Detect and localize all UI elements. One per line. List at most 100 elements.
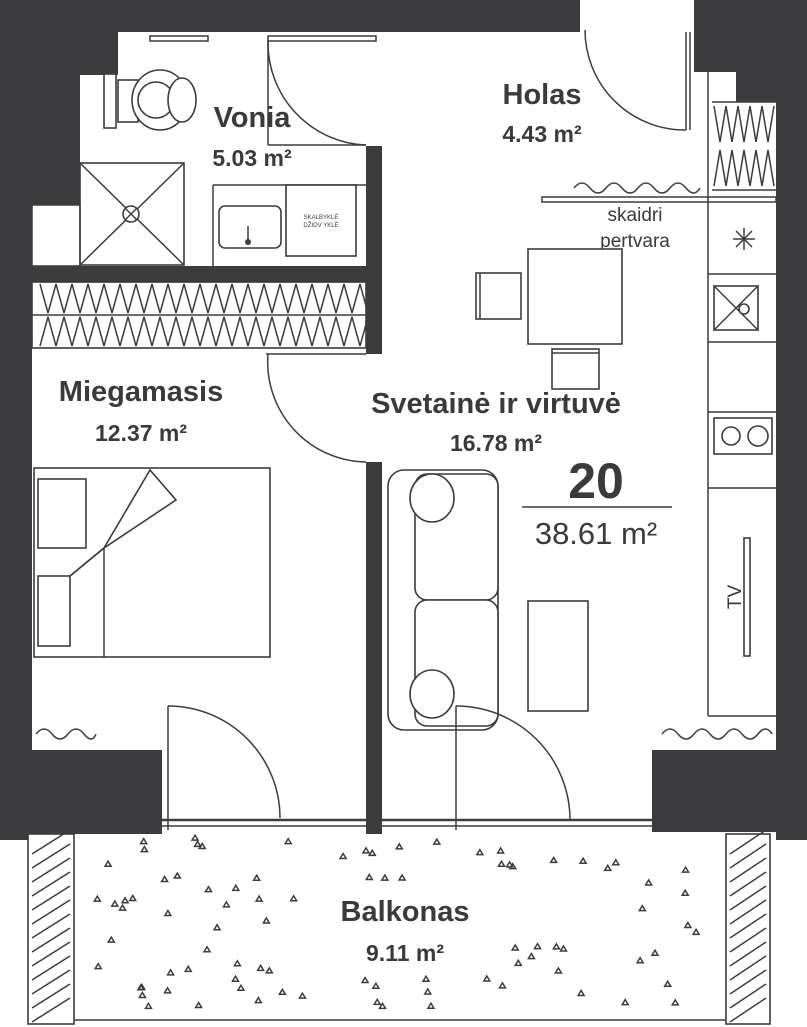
floor-speckle [173,871,182,879]
wardrobe-hatch [151,283,161,314]
floor-speckle [681,865,690,873]
room-area-holas: 4.43 m² [502,121,582,147]
floor-speckle [212,923,222,931]
bedroom: Miegamasis 12.37 m² [33,376,281,830]
floor-speckle [360,976,370,984]
wardrobe-hatch [263,316,273,347]
floor-speckle [194,1001,203,1009]
tv-unit: TV [725,537,751,657]
unit-number: 20 [568,453,624,509]
cabinet-hatch [719,149,727,187]
floor-speckle [139,837,149,845]
balcony-hatch [31,871,71,897]
cabinet-hatch [725,149,733,187]
floor-speckle [233,959,242,967]
wardrobe-hatch [167,283,177,314]
unit-total-area: 38.61 m² [535,516,657,551]
floor-speckle [475,848,485,856]
floor-speckle [578,856,588,864]
balcony-hatch [31,913,71,939]
cabinet-hatch [749,105,757,143]
curtains [35,182,773,740]
bathroom: SKALBYKLĖ DŽIOV YKLĖ Vonia 5.03 m² [31,40,367,267]
tv-label: TV [725,585,746,610]
balcony-hatch [729,885,767,911]
wardrobe-hatch [351,283,361,314]
floor-speckle [136,983,146,991]
floor-speckle [231,974,240,982]
wardrobe-hatch [87,316,97,347]
cabinet-hatch [761,105,769,143]
wardrobe-hatch [63,316,73,347]
floor-speckle [183,964,193,973]
floor-speckle [635,956,645,964]
wardrobe-hatch [119,283,129,314]
wardrobe-hatch [79,316,89,347]
floor-speckle [160,875,169,883]
wardrobe-hatch [55,316,65,347]
cabinet-hatch [743,149,751,187]
wardrobe-hatch [143,283,153,314]
cabinet-hatch [767,105,775,143]
balcony: Balkonas 9.11 m² [27,818,771,1025]
floor-speckle [603,863,613,872]
living-room: Svetainė ir virtuvė 16.78 m² [371,388,621,830]
wardrobe-hatch [167,316,177,347]
balcony-hatch [729,857,767,883]
balcony-hatch [31,983,71,1009]
floor-speckle [683,920,693,929]
wardrobe-hatch [255,316,265,347]
wardrobe-hatch [175,316,185,347]
wardrobe-hatch [311,283,321,314]
cabinet-hatch [731,105,739,143]
floor-speckle [236,983,246,992]
walls [0,0,807,840]
balcony-hatch [729,927,767,953]
floor-speckle [222,900,231,908]
balcony-hatch [729,871,767,897]
laundry-label-2: DŽIOV YKLĖ [303,221,338,229]
floor-speckle [298,991,307,999]
room-area-balkonas: 9.11 m² [366,940,444,966]
fan-icon [733,228,755,250]
wardrobe-hatch [295,316,305,347]
floor-speckle [505,860,514,868]
balcony-hatch [729,913,767,939]
room-name-svetaine: Svetainė ir virtuvė [371,388,621,420]
floor-speckle [289,894,298,902]
hall: Holas 4.43 m² [502,79,582,147]
wardrobe-hatch [159,283,169,314]
kitchen-column: TV [707,72,776,717]
room-area-miegamasis: 12.37 m² [95,420,187,446]
floor-speckle [361,846,371,854]
balcony-hatch [729,997,767,1023]
wardrobe-hatch [327,316,337,347]
balcony-hatch [31,997,71,1023]
wardrobe-hatch [319,283,329,314]
bed-icon [33,467,271,658]
wardrobe-hatch [215,316,225,347]
floor-speckle [372,997,382,1006]
room-area-svetaine: 16.78 m² [450,430,542,456]
floor-speckle [106,935,116,943]
wardrobe-hatch [287,283,297,314]
floor-speckle [163,909,173,917]
floor-speckle [397,873,407,881]
balcony-hatch [729,829,767,855]
floor-speckle [138,991,147,999]
partition-label-2: pertvara [600,231,670,252]
wardrobe-hatch [359,283,369,314]
wardrobe-hatch [87,283,97,314]
balcony-hatch [729,955,767,981]
floor-speckle [611,858,621,866]
balcony-hatch [729,969,767,995]
dining-table-icon [475,248,623,390]
wardrobe-hatch [271,316,281,347]
floor-speckle [193,839,202,848]
wardrobe-hatch [71,283,81,314]
wardrobe-hatch [159,316,169,347]
floor-speckle [144,1001,153,1010]
wardrobe-hatch [367,283,377,314]
floor-speckle [380,873,390,881]
wardrobe-hatch [151,316,161,347]
